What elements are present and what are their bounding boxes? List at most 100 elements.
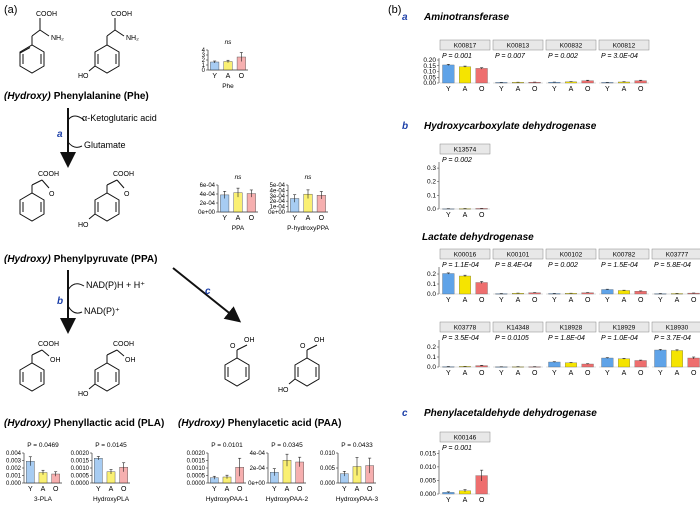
a-ytick-label: 0.15 xyxy=(423,63,436,70)
hpaa3-ytick-label: 0.000 xyxy=(320,481,336,487)
xtick-K00016-O: O xyxy=(479,297,485,304)
facet-label-K00813: K00813 xyxy=(507,43,530,50)
xtick-K18929-O: O xyxy=(638,370,644,377)
hpaa1-ytick-label: 0.0020 xyxy=(187,451,206,457)
facet-strip-K00817 xyxy=(439,39,491,51)
hpaa2-xtick-A: A xyxy=(285,486,290,493)
step-c-letter: c xyxy=(205,286,211,297)
xtick-K00817-A: A xyxy=(463,86,468,93)
bar-K00016-O xyxy=(475,282,488,295)
phe-structure xyxy=(19,18,50,74)
hpla-ytick-label: 0.0015 xyxy=(71,459,90,465)
ppa-structure xyxy=(19,179,50,222)
a-ytick-label: 0.10 xyxy=(423,69,436,76)
xtick-K00146-A: A xyxy=(463,497,468,504)
hppa-ho-text: HO xyxy=(78,222,89,229)
bar-K00016-Y xyxy=(442,273,455,295)
b2-ytick-label: 0.0 xyxy=(427,364,436,371)
facet-label-K00832: K00832 xyxy=(560,43,583,50)
step-a-substrate: α-Ketoglutaric acid xyxy=(82,113,157,123)
ohppa-xtick-Y: Y xyxy=(292,215,297,222)
pla3-title: P = 0.0469 xyxy=(27,442,59,449)
ppa-xtick-O: O xyxy=(249,215,255,222)
step-c-arrow xyxy=(172,267,242,323)
bar-K00817-A xyxy=(459,66,471,84)
facet-pvalue-K00813: P = 0.007 xyxy=(495,53,526,60)
hpla-bar-Y xyxy=(94,458,103,484)
xtick-K00813-A: A xyxy=(516,86,521,93)
facet-label-K03777: K03777 xyxy=(666,252,689,259)
xtick-K00101-A: A xyxy=(516,297,521,304)
phe-cooh-text: COOH xyxy=(36,11,57,18)
hpaa-oh-text: OH xyxy=(314,337,325,344)
facet-strip-K00102 xyxy=(545,248,597,260)
facet-strip-K00782 xyxy=(598,248,650,260)
xtick-K00102-Y: Y xyxy=(552,297,557,304)
hphe-nh2-text: NH₂ xyxy=(126,35,139,42)
xtick-K18930-O: O xyxy=(691,370,697,377)
facet-pvalue-K13574: P = 0.002 xyxy=(442,157,472,164)
facet-strip-K00832 xyxy=(545,39,597,51)
hpla-chart: P = 0.01450.00000.00050.00100.00150.0020… xyxy=(71,442,130,503)
section-title-c: Phenylacetaldehyde dehydrogenase xyxy=(424,408,597,419)
b2-ytick-label: 0.2 xyxy=(427,271,436,278)
facet-label-K18928: K18928 xyxy=(560,325,583,332)
phe-xtick-O: O xyxy=(239,73,245,80)
pla3-xtick-A: A xyxy=(41,486,46,493)
b1-ytick-label: 0.0 xyxy=(427,206,436,213)
pla-cooh-text: COOH xyxy=(38,341,59,348)
facet-pvalue-K00016: P = 1.1E-04 xyxy=(442,262,479,269)
hpaa1-ytick-label: 0.0010 xyxy=(187,466,206,472)
hpaa1-xtick-A: A xyxy=(225,486,230,493)
xtick-K00813-Y: Y xyxy=(499,86,504,93)
a-ytick-label: 0.00 xyxy=(423,80,436,87)
xtick-K13574-O: O xyxy=(479,212,485,219)
pla3-xtick-Y: Y xyxy=(28,486,33,493)
xtick-K00782-O: O xyxy=(638,297,644,304)
ppa-ytick-label: 4e-04 xyxy=(200,192,216,198)
bar-K00782-O xyxy=(634,291,647,295)
phe-nh2-text: NH₂ xyxy=(51,35,64,42)
b2-ytick-label: 0.1 xyxy=(427,281,436,288)
b1-ytick-label: 0.1 xyxy=(427,192,436,199)
step-b-curve-in xyxy=(67,283,85,291)
panel-a-label: (a) xyxy=(4,4,17,16)
hpaa3-xtick-Y: Y xyxy=(342,486,347,493)
bar-K00817-O xyxy=(475,68,488,84)
hpla-cooh-text: COOH xyxy=(113,341,134,348)
c-ytick-label: 0.010 xyxy=(420,464,437,471)
paa-oh-text: OH xyxy=(244,337,255,344)
ohppa-xlabel: P-hydroxyPPA xyxy=(287,225,329,232)
ppa-xlabel: PPA xyxy=(232,225,245,232)
facet-label-K18930: K18930 xyxy=(666,325,689,332)
xtick-K13574-Y: Y xyxy=(446,212,451,219)
facet-strip-K00016 xyxy=(439,248,491,260)
phe-label: (Hydroxy)Phenylalanine (Phe) xyxy=(4,91,149,102)
section-letter-b1: b xyxy=(402,121,408,132)
facet-label-K00812: K00812 xyxy=(613,43,636,50)
bar-K18929-O xyxy=(634,360,647,368)
hydroxy-phe-structure xyxy=(88,18,125,74)
xtick-K13574-A: A xyxy=(463,212,468,219)
ohppa-ytick-label: 0e+00 xyxy=(268,210,286,216)
section-title-a: Aminotransferase xyxy=(423,12,509,23)
panel-b-label: (b) xyxy=(388,4,401,16)
hpaa3-xtick-A: A xyxy=(355,486,360,493)
facet-strip-K00146 xyxy=(439,431,491,443)
xtick-K00812-Y: Y xyxy=(605,86,610,93)
hydroxy-ppa-structure xyxy=(88,179,125,222)
xtick-K03777-Y: Y xyxy=(658,297,663,304)
facet-pvalue-K14348: P = 0.0105 xyxy=(495,335,529,342)
phe-xtick-A: A xyxy=(226,73,231,80)
facet-label-K00146: K00146 xyxy=(454,435,477,442)
hpla-ho-text: HO xyxy=(78,391,89,398)
